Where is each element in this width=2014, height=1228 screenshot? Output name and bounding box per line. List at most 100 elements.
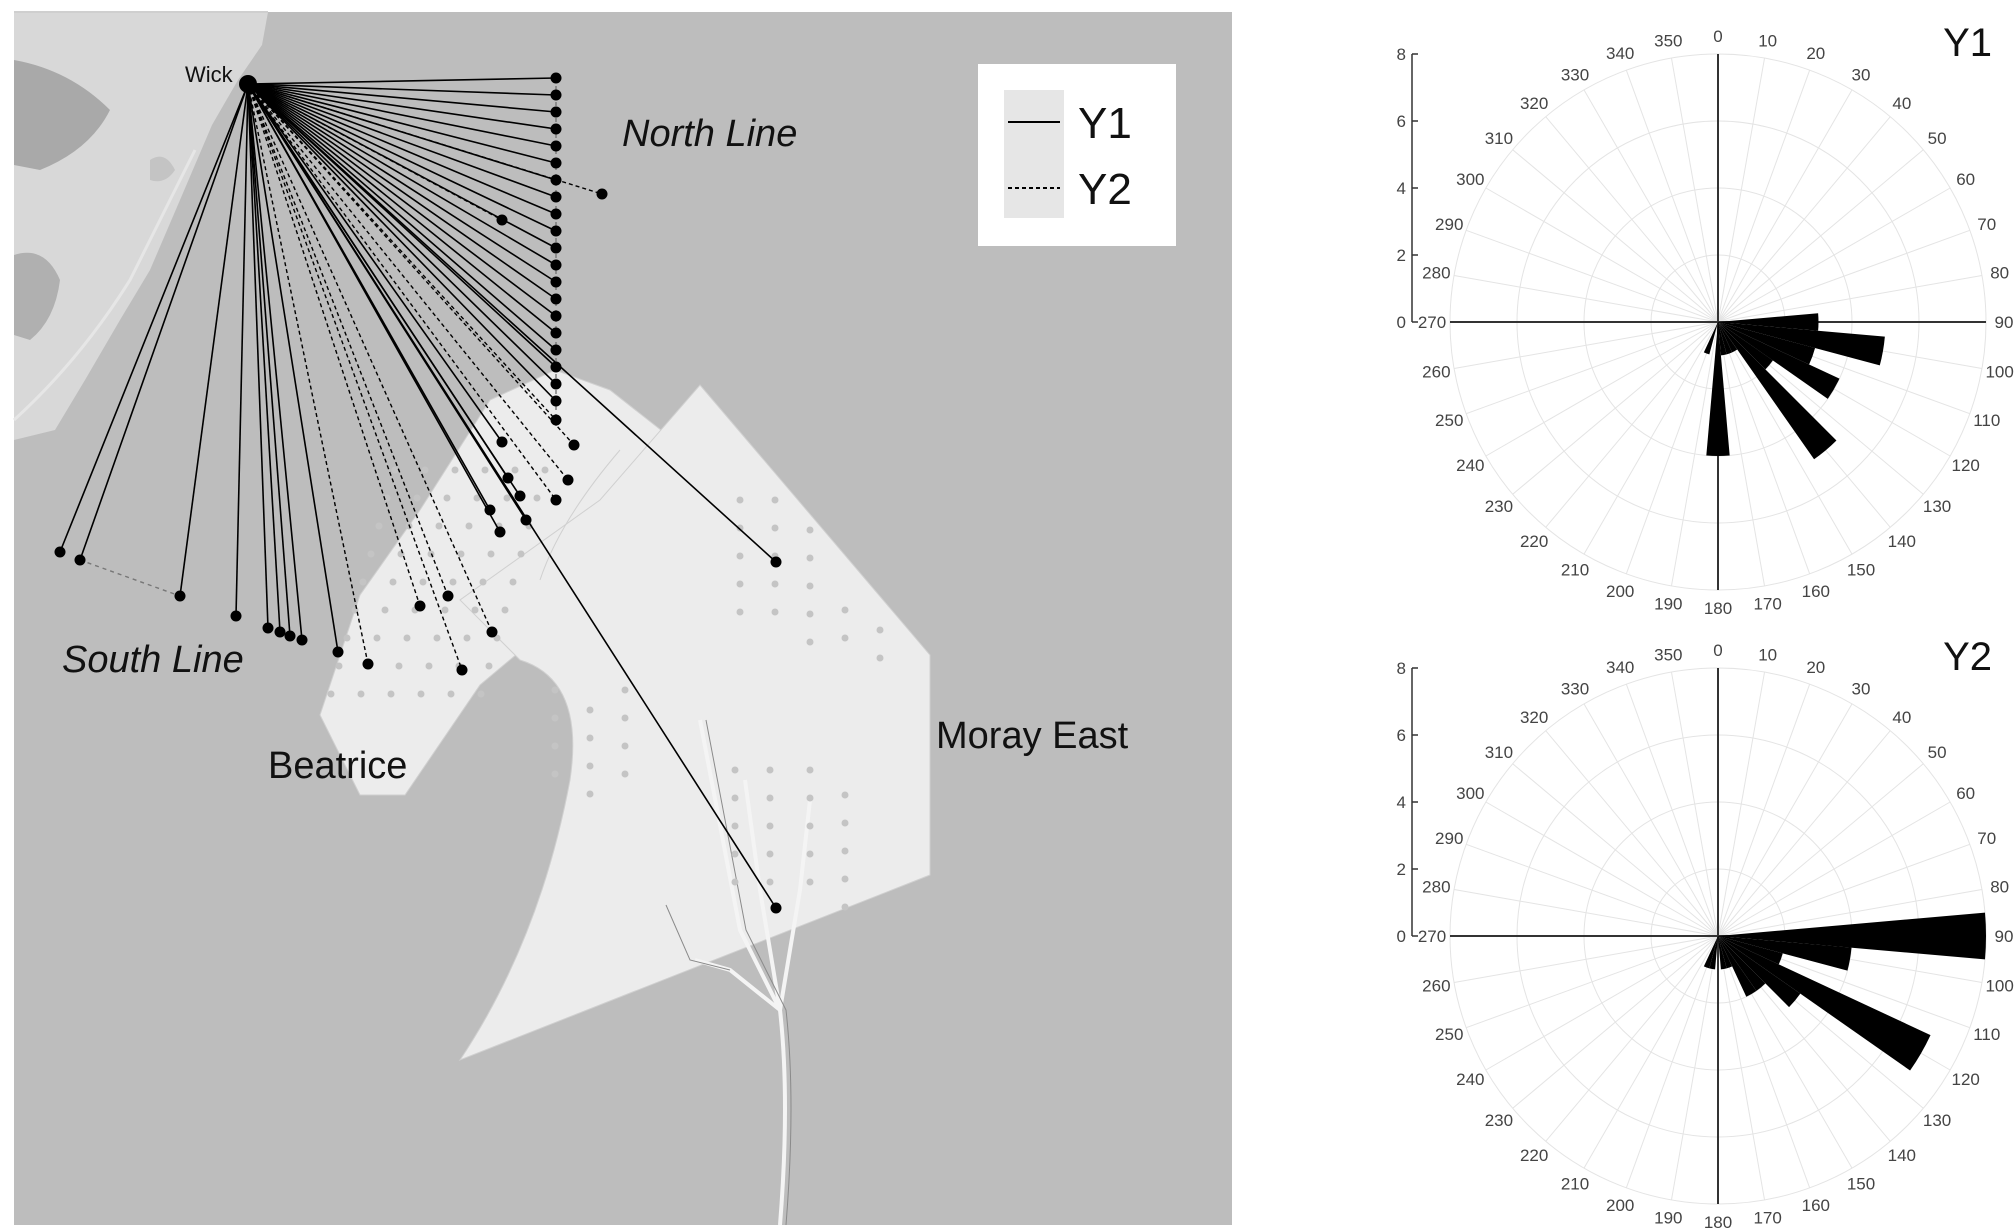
- rose-bar: [1718, 936, 1931, 1071]
- rose-bar: [1718, 936, 1766, 991]
- track-line-y1: [247, 77, 557, 85]
- rose-bar: [1703, 936, 1718, 969]
- angular-gridline: [1717, 321, 1853, 555]
- track-endpoint: [496, 436, 508, 448]
- angle-tick-label: 280: [1422, 263, 1450, 282]
- legend-label-y1: Y1: [1078, 99, 1132, 148]
- turbine-marker: [736, 552, 744, 560]
- rose-bar: [1718, 322, 1840, 399]
- track-endpoint: [174, 590, 186, 602]
- angular-gridline: [1717, 683, 1811, 937]
- turbine-marker: [357, 690, 365, 698]
- track-line-y1: [247, 83, 557, 385]
- rose-bar: [1718, 936, 1727, 970]
- turbine-marker: [487, 550, 495, 558]
- rose-bar: [1709, 936, 1718, 970]
- angle-tick-label: 50: [1928, 743, 1947, 762]
- track-map: Wick North Line South Line Beatrice Mora…: [12, 11, 1232, 1226]
- turbine-marker: [389, 578, 397, 586]
- track-endpoint: [550, 361, 562, 373]
- track-endpoint: [54, 546, 66, 558]
- angle-tick-label: 90: [1995, 927, 2014, 946]
- track-line-y1: [247, 83, 557, 266]
- radial-tick-label: 4: [1397, 793, 1406, 812]
- turbine-marker: [766, 878, 774, 886]
- angular-gridline: [1717, 89, 1853, 323]
- track-line-y2: [247, 83, 557, 501]
- angular-gridline: [1717, 321, 1766, 587]
- track-endpoint: [550, 378, 562, 390]
- angular-gridline: [1453, 935, 1719, 984]
- turbine-marker: [509, 578, 517, 586]
- track-endpoint: [550, 259, 562, 271]
- track-line-y1: [247, 83, 777, 563]
- radial-tick-label: 8: [1397, 659, 1406, 678]
- angle-tick-label: 300: [1456, 170, 1484, 189]
- track-endpoint: [550, 310, 562, 322]
- track-endpoint: [550, 395, 562, 407]
- turbine-marker: [621, 770, 629, 778]
- road: [12, 149, 197, 422]
- angle-tick-label: 280: [1422, 877, 1450, 896]
- track-line-y2: [247, 83, 603, 195]
- angle-tick-label: 190: [1654, 595, 1682, 614]
- angular-gridline: [1625, 935, 1719, 1189]
- angle-tick-label: 70: [1977, 215, 1996, 234]
- angular-gridline: [1465, 935, 1719, 1029]
- angle-tick-label: 320: [1520, 708, 1548, 727]
- angular-gridline: [1512, 935, 1719, 1109]
- beatrice-label: Beatrice: [268, 745, 407, 787]
- turbine-marker: [463, 634, 471, 642]
- track-line-y2: [247, 83, 493, 633]
- track-endpoint: [770, 556, 782, 568]
- track-line-y1: [247, 83, 557, 402]
- angle-tick-label: 210: [1561, 1175, 1589, 1194]
- angular-gridline: [1717, 888, 1983, 937]
- rose-bar: [1718, 912, 1986, 960]
- track-endpoint: [550, 191, 562, 203]
- track-endpoint: [284, 630, 296, 642]
- turbine-marker: [841, 847, 849, 855]
- turbine-marker: [841, 875, 849, 883]
- track-endpoint: [486, 626, 498, 638]
- track-line-y1: [247, 83, 557, 317]
- track-line-y1: [247, 83, 557, 113]
- track-line-y1: [247, 83, 557, 130]
- turbine-marker: [771, 496, 779, 504]
- radial-tick-label: 0: [1397, 927, 1406, 946]
- track-endpoint: [230, 610, 242, 622]
- angle-tick-label: 130: [1923, 1111, 1951, 1130]
- turbine-marker: [517, 550, 525, 558]
- radial-tick-label: 6: [1397, 726, 1406, 745]
- angle-tick-label: 300: [1456, 784, 1484, 803]
- angle-tick-label: 90: [1995, 313, 2014, 332]
- turbine-markers: [327, 466, 884, 911]
- rose-bar: [1718, 322, 1738, 353]
- radial-tick-label: 2: [1397, 860, 1406, 879]
- turbine-marker: [335, 662, 343, 670]
- turbine-marker: [503, 494, 511, 502]
- angle-tick-label: 110: [1973, 411, 2000, 430]
- angle-tick-label: 200: [1606, 582, 1634, 601]
- turbine-marker: [736, 608, 744, 616]
- track-line-y1: [247, 83, 557, 198]
- turbine-marker: [731, 794, 739, 802]
- track-line-y1: [247, 83, 339, 653]
- angular-gridline: [1717, 763, 1924, 937]
- track-endpoint: [296, 634, 308, 646]
- angular-gridline: [1512, 149, 1719, 323]
- angle-tick-label: 0: [1713, 27, 1722, 46]
- turbine-marker: [373, 634, 381, 642]
- track-line-y2: [247, 83, 569, 481]
- angular-gridline: [1545, 935, 1719, 1142]
- track-endpoint: [550, 174, 562, 186]
- turbine-marker: [586, 762, 594, 770]
- turbine-marker: [443, 494, 451, 502]
- angle-tick-label: 190: [1654, 1209, 1682, 1228]
- angular-gridline: [1717, 116, 1891, 323]
- track-line-y1: [59, 83, 249, 553]
- turbine-marker: [367, 550, 375, 558]
- turbine-marker: [457, 550, 465, 558]
- turbine-marker: [551, 714, 559, 722]
